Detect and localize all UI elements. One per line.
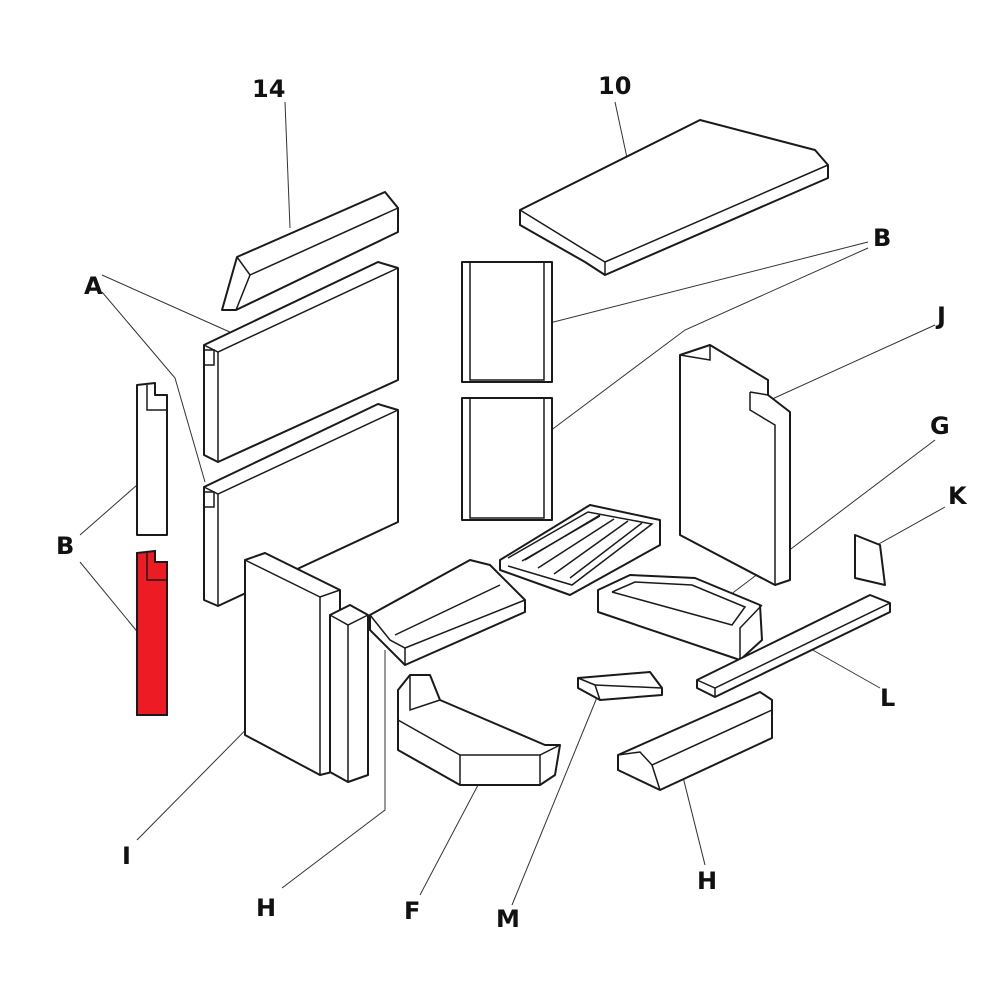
label-j: J — [935, 302, 946, 330]
part-a-upper-brick[interactable] — [203, 261, 399, 463]
part-m-small-brick[interactable] — [577, 671, 663, 701]
label-m: M — [496, 905, 520, 933]
label-f: F — [404, 897, 420, 925]
part-grate[interactable] — [499, 504, 661, 596]
label-h-left: H — [256, 894, 276, 922]
label-l: L — [880, 684, 895, 712]
part-g-tray[interactable] — [597, 574, 763, 661]
label-k: K — [948, 482, 968, 510]
label-10: 10 — [598, 72, 631, 100]
label-g: G — [930, 412, 950, 440]
label-b-left: B — [56, 532, 74, 560]
part-f-front-piece[interactable] — [397, 674, 561, 786]
part-l-long-bar[interactable] — [696, 594, 891, 698]
part-k-small-piece[interactable] — [854, 534, 886, 586]
part-h-left-brick[interactable] — [369, 559, 526, 666]
part-b-center-lower[interactable] — [461, 397, 553, 521]
part-h-right-brick[interactable] — [617, 691, 773, 791]
part-10-top-slab[interactable] — [519, 119, 829, 276]
part-j-side-brick[interactable] — [679, 344, 791, 586]
part-labels: 14 10 B J A G K B L I H F M H — [56, 72, 968, 933]
part-14-brick[interactable] — [221, 191, 399, 311]
part-i-side-block[interactable] — [244, 552, 341, 776]
part-b-left-highlighted[interactable] — [136, 549, 168, 716]
part-b-left-white[interactable] — [136, 382, 168, 536]
part-a-lower-brick[interactable] — [203, 403, 399, 607]
label-i: I — [122, 842, 131, 870]
label-a: A — [84, 272, 103, 300]
label-b-right: B — [873, 224, 891, 252]
label-h-right: H — [697, 867, 717, 895]
part-narrow-block[interactable] — [329, 604, 369, 783]
label-14: 14 — [252, 75, 285, 103]
part-b-center-upper[interactable] — [461, 261, 553, 383]
